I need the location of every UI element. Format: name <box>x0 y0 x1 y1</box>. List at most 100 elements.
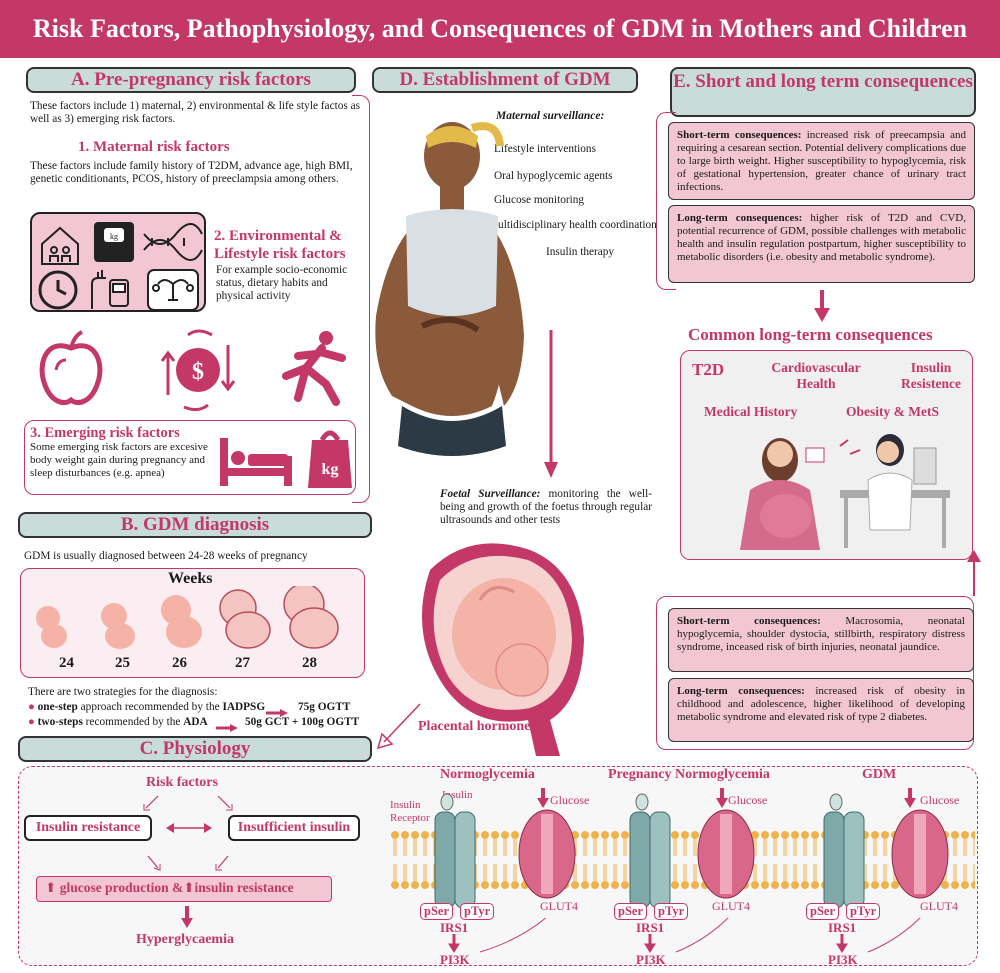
sleep-bed-icon <box>220 438 292 486</box>
maternal-risk-text: These factors include family history of … <box>30 160 353 185</box>
section-b-heading: B. GDM diagnosis <box>18 512 372 538</box>
hyperglycaemia-arrow <box>181 906 193 928</box>
panel-gdm-title: GDM <box>862 767 897 782</box>
strategies-intro: There are two strategies for the diagnos… <box>28 686 218 698</box>
irs1-2: IRS1 <box>636 920 665 935</box>
down-arrow-d <box>544 330 558 478</box>
emerging-risk-box <box>24 420 356 495</box>
week-28: 28 <box>302 655 317 671</box>
section-c-heading: C. Physiology <box>18 736 372 762</box>
insulin-resistance-box: Insulin resistance <box>24 815 152 841</box>
fetus-week-24 <box>36 606 67 648</box>
pi3k-3: PI3K <box>828 952 858 967</box>
week-25: 25 <box>115 655 130 671</box>
fetus-week-28 <box>283 586 339 649</box>
surveillance-item-lifestyle: Lifestyle interventions <box>494 143 596 155</box>
glut4-1: GLUT4 <box>540 899 578 913</box>
irs1-3: IRS1 <box>828 920 857 935</box>
week-27: 27 <box>235 655 250 671</box>
apple-icon <box>39 330 103 406</box>
pser-2: pSer <box>614 903 647 920</box>
irs1-1: IRS1 <box>440 920 469 935</box>
receptor-panel-2 <box>629 788 755 909</box>
child-short-term-box: Short-term consequences: Macrosomia, neo… <box>668 608 974 672</box>
svg-text:$: $ <box>192 359 204 385</box>
uterus-icon <box>147 269 199 311</box>
glucose-label-3: Glucose <box>920 793 960 807</box>
one-step-arrow <box>266 704 288 717</box>
fetus-row <box>36 586 339 649</box>
child-long-term-box: Long-term consequences: increased risk o… <box>668 678 974 742</box>
scale-icon: kg <box>94 222 134 262</box>
glut4-3: GLUT4 <box>920 899 958 913</box>
mother-consequences-bracket <box>656 112 676 290</box>
insufficient-insulin-box: Insufficient insulin <box>228 815 360 841</box>
mother-short-term-box: Short-term consequences: increased risk … <box>668 122 975 200</box>
section-a-bracket <box>352 95 370 503</box>
runner-icon <box>282 331 346 406</box>
clock-icon <box>38 270 78 310</box>
maternal-risk-title: 1. Maternal risk factors <box>78 139 230 155</box>
common-item-medical-history: Medical History <box>704 404 798 419</box>
risk-factors-label: Risk factors <box>146 775 218 790</box>
hyperglycaemia-label: Hyperglycaemia <box>136 932 234 947</box>
fetus-week-27 <box>219 589 271 649</box>
fetus-week-26 <box>161 595 202 648</box>
two-step-row: ● two-steps recommended by the ADA <box>28 716 208 728</box>
section-a-intro: These factors include 1) maternal, 2) en… <box>30 100 360 125</box>
dna-icon <box>143 223 203 261</box>
placental-arrow <box>376 703 421 750</box>
emerging-risk-text: Some emerging risk factors are excesive … <box>30 441 208 479</box>
page-title: Risk Factors, Pathophysiology, and Conse… <box>0 0 1000 58</box>
pser-3: pSer <box>806 903 839 920</box>
svg-text:kg: kg <box>110 232 118 241</box>
fetus-week-25 <box>101 603 135 649</box>
down-arrow-e <box>814 290 830 322</box>
environmental-icon-grid: kg <box>30 212 206 312</box>
signal-arrows <box>448 918 921 953</box>
two-step-result: 50g GCT + 100g OGTT <box>245 716 360 728</box>
ptyr-1: pTyr <box>460 903 495 920</box>
one-step-result: 75g OGTT <box>298 701 351 713</box>
common-item-t2d: T2D <box>692 360 725 379</box>
glut4-2: GLUT4 <box>712 899 750 913</box>
pser-1: pSer <box>420 903 453 920</box>
physiology-arrows <box>143 795 233 871</box>
mother-long-term-box: Long-term consequences: higher risk of T… <box>668 205 975 283</box>
panel-pregnancy-title: Pregnancy Normoglycemia <box>608 767 770 782</box>
week-24: 24 <box>59 655 74 671</box>
ptyr-3: pTyr <box>846 903 881 920</box>
weeks-label: Weeks <box>168 570 213 587</box>
child-consequences-bracket <box>656 596 974 750</box>
ptyr-2: pTyr <box>654 903 689 920</box>
maternal-surveillance-title: Maternal surveillance: <box>496 110 605 122</box>
environmental-risk-text: For example socio-economic status, dieta… <box>216 264 348 302</box>
receptor-panel-3 <box>823 788 949 909</box>
emerging-risk-title: 3. Emerging risk factors <box>30 425 180 441</box>
common-item-cardiovascular: Cardiovascular Health <box>771 360 861 391</box>
svg-text:kg: kg <box>322 461 339 478</box>
glucose-label-1: Glucose <box>550 793 590 807</box>
section-a-heading: A. Pre-pregnancy risk factors <box>26 67 356 93</box>
double-arrow <box>166 823 212 833</box>
surveillance-item-insulin: Insulin therapy <box>546 246 615 258</box>
insulin-receptor-label: Insulin Receptor <box>390 799 430 824</box>
common-item-obesity: Obesity & MetS <box>846 404 939 419</box>
one-step-row: ● one-step approach recommended by the I… <box>28 701 266 713</box>
section-d-heading: D. Establishment of GDM <box>372 67 638 93</box>
doctor-consultation-illustration <box>740 434 950 550</box>
up-arrow-icon-2: ⬆ <box>183 880 195 895</box>
cell-membrane <box>390 830 975 890</box>
surveillance-item-glucose: Glucose monitoring <box>494 194 585 206</box>
common-item-insulin-resistence: Insulin Resistence <box>901 360 961 391</box>
foetal-surveillance: Foetal Surveillance: monitoring the well… <box>440 488 652 526</box>
surveillance-item-oral: Oral hypoglycemic agents <box>494 170 613 182</box>
glucose-meter-icon <box>91 270 129 309</box>
panel-normoglycemia-title: Normoglycemia <box>440 767 535 782</box>
glucose-label-2: Glucose <box>728 793 768 807</box>
weight-icon: kg <box>308 430 352 488</box>
money-cycle-icon: $ <box>160 329 236 412</box>
two-step-arrow <box>216 719 238 732</box>
placental-hormones-label: Placental hormones <box>418 719 536 734</box>
pregnant-woman-illustration <box>375 122 524 456</box>
